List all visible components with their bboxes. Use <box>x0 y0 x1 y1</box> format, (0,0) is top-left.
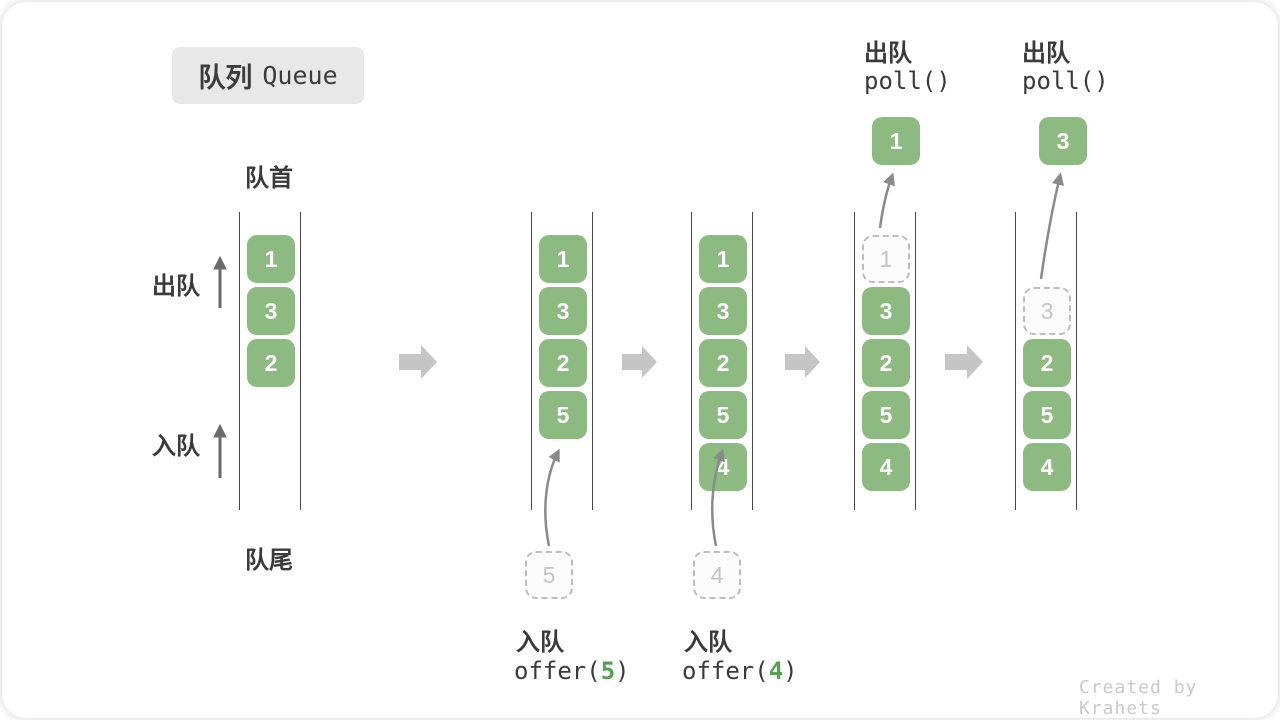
dequeue-op-label: 出队 <box>1022 40 1070 67</box>
queue-item-removed: 3 <box>1023 287 1071 335</box>
flow-arrow-1 <box>399 345 437 379</box>
code-open: offer( <box>514 657 601 685</box>
queue-item: 2 <box>247 339 295 387</box>
flow-arrow-3 <box>785 346 820 378</box>
queue-state-1: 1 3 2 <box>239 212 301 510</box>
queue-item: 5 <box>539 391 587 439</box>
flow-arrow-4 <box>945 345 983 379</box>
queue-item: 4 <box>862 443 910 491</box>
code-close: ) <box>615 657 630 685</box>
label-queue-front: 队首 <box>245 165 293 192</box>
pending-enqueue-box: 5 <box>525 551 573 599</box>
queue-item: 5 <box>1023 391 1071 439</box>
code-arg: 5 <box>600 657 616 685</box>
queue-item: 2 <box>699 339 747 387</box>
queue-item: 5 <box>699 391 747 439</box>
queue-item: 3 <box>247 287 295 335</box>
queue-item: 2 <box>1023 339 1071 387</box>
pending-enqueue-box: 4 <box>693 551 741 599</box>
credit-text: Created by Krahets <box>1079 677 1198 718</box>
flow-arrow-2 <box>622 346 657 378</box>
label-dequeue-side: 出队 <box>152 273 200 300</box>
queue-item: 2 <box>539 339 587 387</box>
polled-value-box: 1 <box>872 117 920 165</box>
queue-item: 1 <box>699 235 747 283</box>
enqueue-op-label: 入队 <box>684 629 732 656</box>
queue-item: 5 <box>862 391 910 439</box>
polled-value-box: 3 <box>1039 117 1087 165</box>
enqueue-op-code: offer(4) <box>682 657 798 685</box>
queue-state-3: 1 3 2 5 4 <box>691 212 753 510</box>
code-close: ) <box>783 657 798 685</box>
queue-item: 1 <box>539 235 587 283</box>
queue-state-4: 1 3 2 5 4 <box>854 212 916 510</box>
dequeue-op-code: poll() <box>1022 67 1109 95</box>
enqueue-op-code: offer(5) <box>514 657 630 685</box>
queue-state-5: 3 2 5 4 <box>1015 212 1077 510</box>
title-badge: 队列 Queue <box>172 47 364 104</box>
queue-item: 1 <box>247 235 295 283</box>
dequeue-op-code: poll() <box>864 67 951 95</box>
label-enqueue-side: 入队 <box>152 433 200 460</box>
dequeue-op-label: 出队 <box>864 40 912 67</box>
queue-item: 4 <box>1023 443 1071 491</box>
enqueue-op-label: 入队 <box>516 629 564 656</box>
code-open: offer( <box>682 657 769 685</box>
queue-item: 4 <box>699 443 747 491</box>
queue-item: 3 <box>699 287 747 335</box>
queue-item-removed: 1 <box>862 235 910 283</box>
queue-item: 2 <box>862 339 910 387</box>
queue-item: 3 <box>539 287 587 335</box>
queue-state-2: 1 3 2 5 <box>531 212 593 510</box>
title-chinese: 队列 <box>198 63 253 93</box>
code-arg: 4 <box>768 657 784 685</box>
title-english: Queue <box>262 61 338 90</box>
queue-item: 3 <box>862 287 910 335</box>
label-queue-rear: 队尾 <box>245 547 293 574</box>
